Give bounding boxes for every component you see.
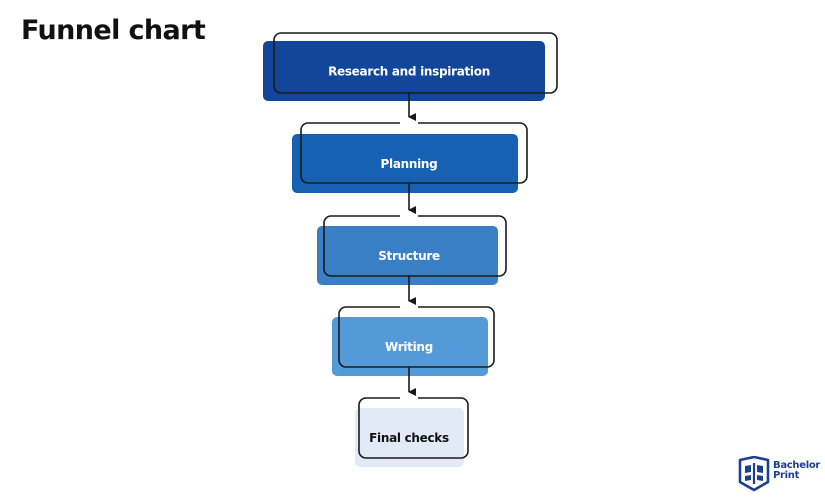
funnel-stage-label: Planning — [381, 157, 438, 171]
funnel-stage-box — [292, 134, 518, 193]
connector-gap — [400, 214, 418, 219]
logo-line-2: Print — [773, 470, 800, 481]
funnel-stage-label: Research and inspiration — [328, 65, 490, 79]
connector-gap — [400, 305, 418, 310]
funnel-stage-box — [263, 41, 545, 101]
funnel-stage-label: Writing — [385, 340, 433, 354]
page-title: Funnel chart — [21, 15, 206, 46]
funnel-stage-box — [317, 226, 498, 285]
brand-logo: Bachelor Print — [738, 456, 820, 492]
connector-gap — [400, 396, 418, 401]
logo-line-1: Bachelor — [773, 460, 821, 471]
funnel-stage-box — [355, 408, 464, 467]
connector-gap — [400, 121, 418, 126]
funnel-stage-label: Final checks — [369, 431, 449, 445]
funnel-stage-label: Structure — [378, 249, 440, 263]
logo-text: Bachelor Print — [773, 461, 820, 481]
book-shield-icon — [738, 456, 770, 492]
funnel-stage-outline — [273, 32, 558, 94]
funnel-stage-box — [332, 317, 488, 376]
